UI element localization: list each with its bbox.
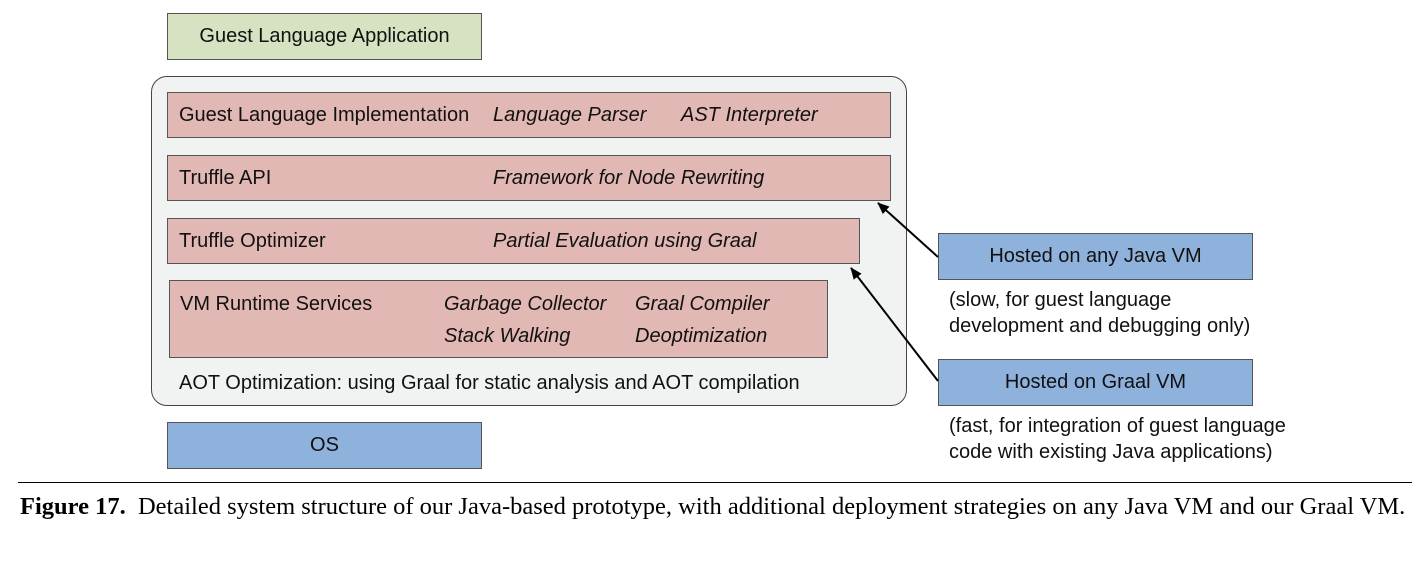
guest-language-implementation-label: Guest Language Implementation — [179, 104, 470, 126]
truffle-optimizer-box — [167, 218, 860, 264]
partial-evaluation-label: Partial Evaluation using Graal — [493, 230, 757, 252]
java-vm-to-truffle-api-arrow — [877, 202, 939, 258]
hosted-java-vm-note-line1: (slow, for guest language — [949, 289, 1172, 311]
figure-caption: Figure 17. Detailed system structure of … — [20, 490, 1415, 523]
deoptimization-label: Deoptimization — [635, 325, 768, 347]
language-parser-label: Language Parser — [493, 104, 647, 126]
figure-caption-text: Detailed system structure of our Java-ba… — [137, 493, 1406, 520]
hosted-graal-vm-note-line1: (fast, for integration of guest language — [949, 415, 1286, 437]
hosted-graal-vm-box: Hosted on Graal VM — [938, 359, 1253, 406]
truffle-optimizer-label: Truffle Optimizer — [179, 230, 326, 252]
guest-language-implementation-box — [167, 92, 891, 138]
guest-language-application-box: Guest Language Application — [167, 13, 482, 60]
hosted-graal-vm-note-line2: code with existing Java applications) — [949, 441, 1273, 463]
node-rewriting-label: Framework for Node Rewriting — [493, 167, 765, 189]
hosted-graal-vm-label: Hosted on Graal VM — [1004, 371, 1187, 393]
vm-runtime-services-label: VM Runtime Services — [180, 293, 373, 315]
truffle-api-label: Truffle API — [179, 167, 272, 189]
figure-label: Figure 17. — [20, 493, 126, 520]
hosted-java-vm-label: Hosted on any Java VM — [989, 245, 1202, 267]
truffle-api-box — [167, 155, 891, 201]
caption-divider — [18, 482, 1412, 483]
os-box: OS — [167, 422, 482, 469]
aot-optimization-note: AOT Optimization: using Graal for static… — [179, 372, 800, 394]
hosted-java-vm-note-line2: development and debugging only) — [949, 315, 1251, 337]
os-label: OS — [310, 434, 339, 456]
vm-runtime-services-box — [169, 280, 828, 358]
ast-interpreter-label: AST Interpreter — [681, 104, 818, 126]
guest-language-application-label: Guest Language Application — [199, 25, 450, 47]
hosted-java-vm-box: Hosted on any Java VM — [938, 233, 1253, 280]
graal-compiler-label: Graal Compiler — [635, 293, 770, 315]
stack-walking-label: Stack Walking — [444, 325, 571, 347]
garbage-collector-label: Garbage Collector — [444, 293, 607, 315]
graal-vm-to-truffle-optimizer-arrow — [850, 267, 939, 382]
